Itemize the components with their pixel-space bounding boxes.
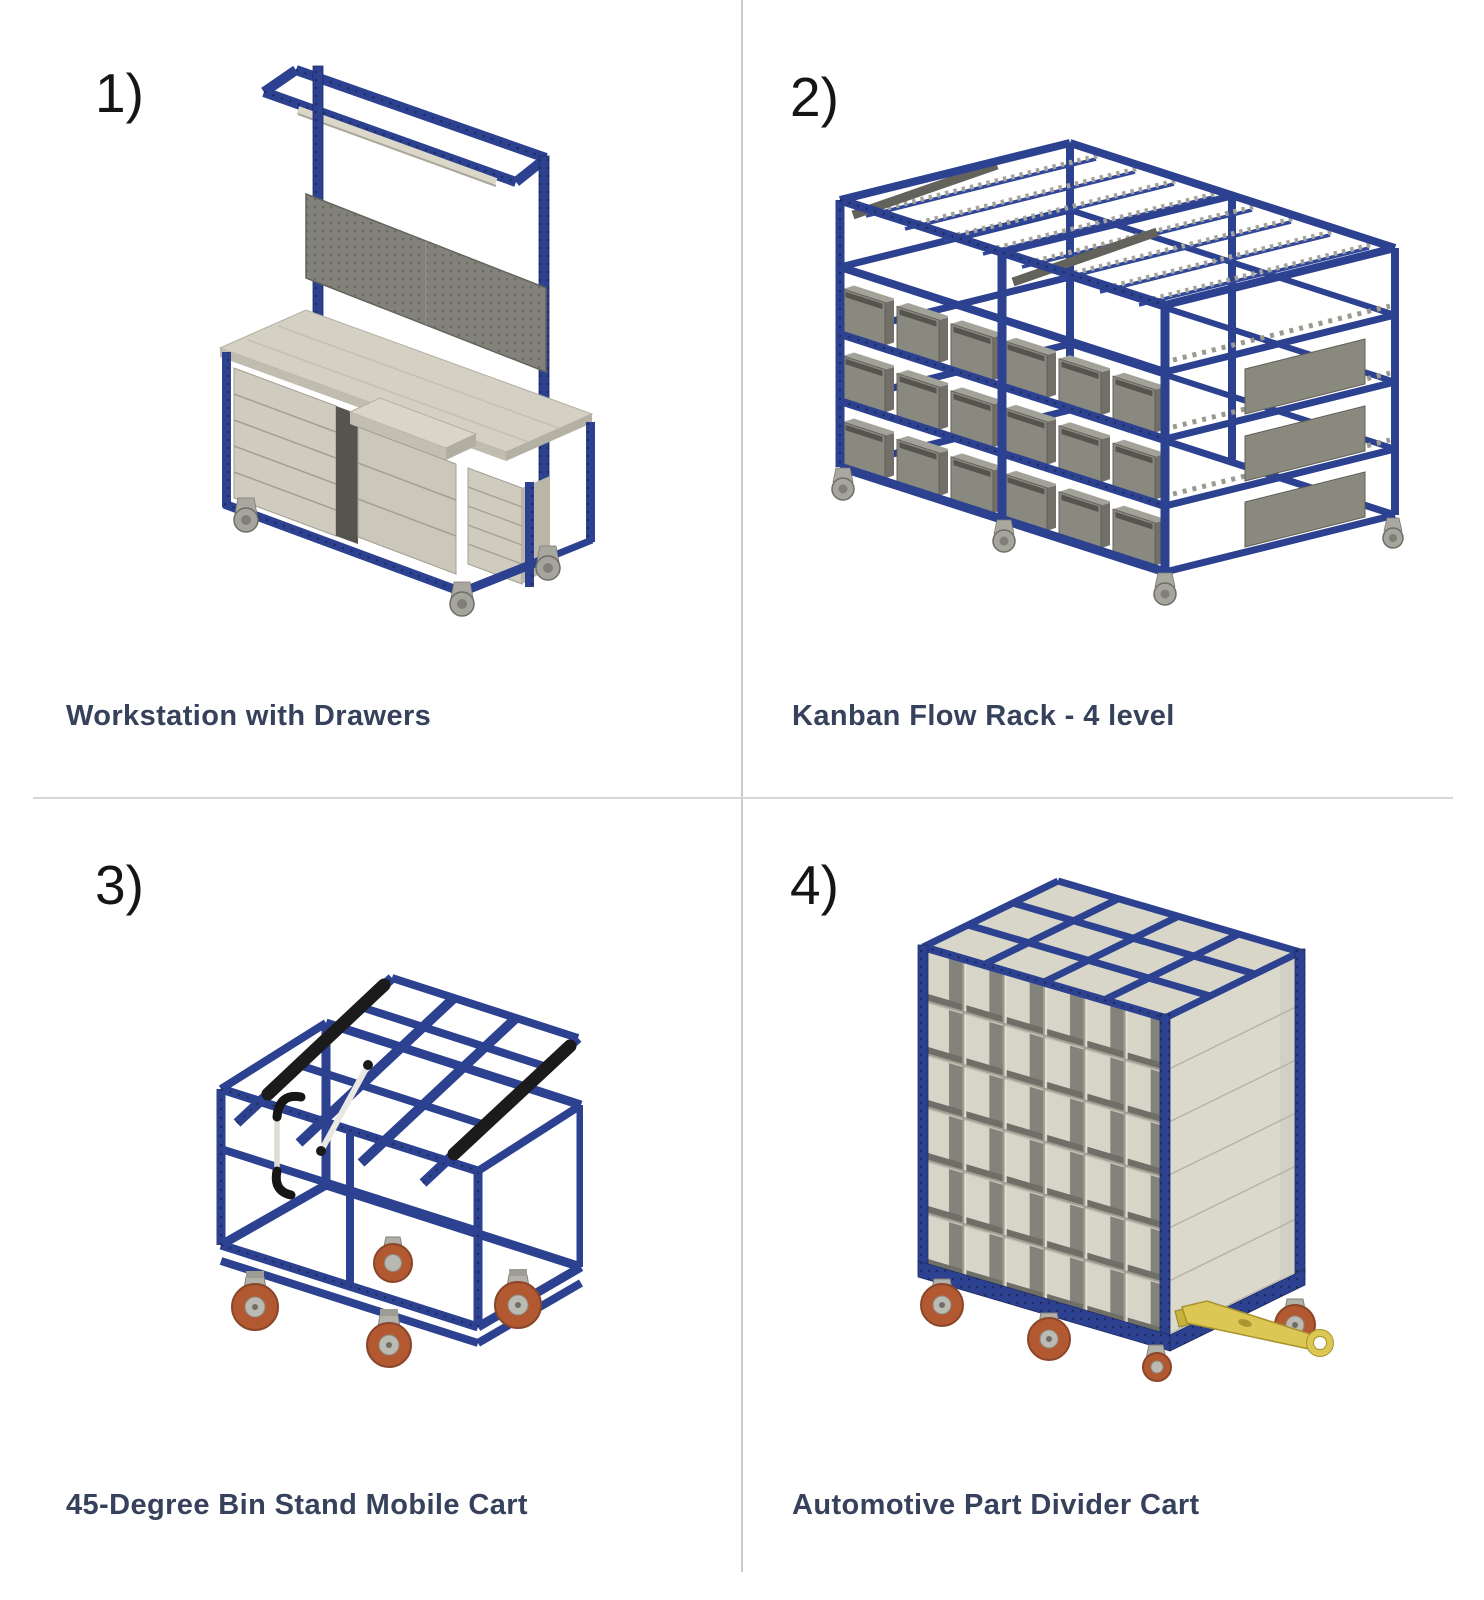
caster <box>1382 517 1404 549</box>
caster <box>1142 1344 1172 1382</box>
divider-cart-image[interactable] <box>877 875 1347 1385</box>
caster <box>233 497 259 533</box>
product-card-kanban-rack: 2) <box>742 0 1484 798</box>
bin-stand-cart-image[interactable] <box>193 855 583 1370</box>
caster <box>494 1269 542 1329</box>
bin-stand-render <box>216 974 583 1368</box>
caster <box>449 581 475 617</box>
caster <box>373 1236 413 1283</box>
workstation-with-drawers-image[interactable] <box>200 52 600 617</box>
tow-bar <box>1174 1300 1334 1357</box>
caster <box>1027 1312 1071 1361</box>
product-card-workstation: 1) <box>0 0 742 798</box>
horizontal-divider <box>33 797 1453 799</box>
kanban-flow-rack-image[interactable] <box>805 120 1425 610</box>
product-caption[interactable]: 45-Degree Bin Stand Mobile Cart <box>66 1489 528 1521</box>
divider-cart-render <box>917 877 1334 1382</box>
caster <box>831 467 855 501</box>
caster <box>992 519 1016 553</box>
caster <box>1153 572 1177 606</box>
product-card-divider-cart: 4) <box>742 798 1484 1600</box>
product-caption[interactable]: Workstation with Drawers <box>66 700 432 732</box>
vertical-divider <box>741 0 743 1572</box>
item-number: 4) <box>790 854 839 916</box>
caster <box>366 1309 412 1368</box>
product-caption[interactable]: Automotive Part Divider Cart <box>792 1489 1200 1521</box>
workstation-render <box>218 65 595 617</box>
caster <box>535 545 561 581</box>
item-number: 1) <box>95 62 144 124</box>
caster <box>231 1271 279 1331</box>
product-card-bin-stand: 3) <box>0 798 742 1600</box>
kanban-rack-render <box>831 139 1404 606</box>
caster <box>920 1278 964 1327</box>
item-number: 2) <box>790 66 839 128</box>
item-number: 3) <box>95 854 144 916</box>
product-caption[interactable]: Kanban Flow Rack - 4 level <box>792 700 1175 732</box>
